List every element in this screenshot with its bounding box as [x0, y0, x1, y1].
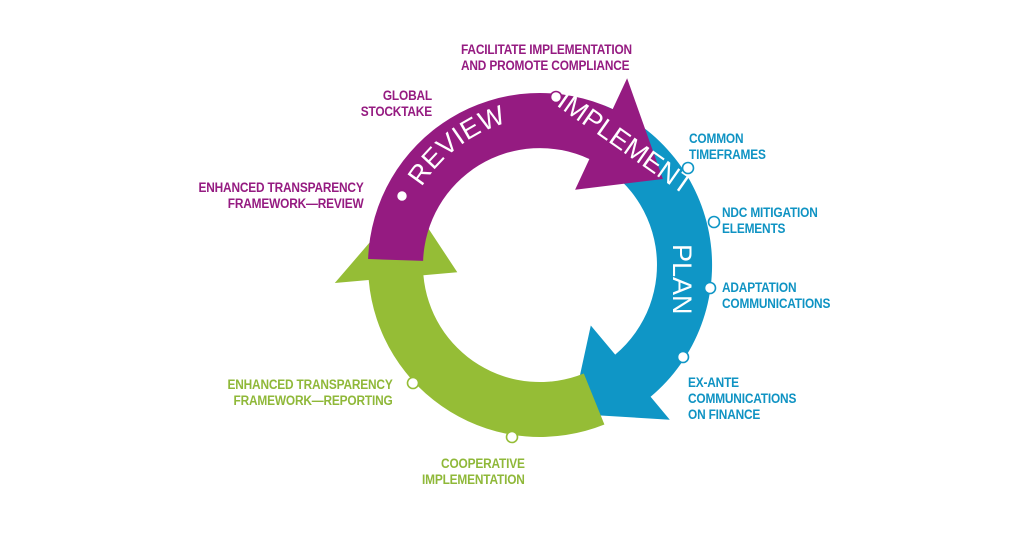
- milestone-marker: [395, 189, 409, 203]
- label-adaptation-communications: ADAPTATION COMMUNICATIONS: [722, 280, 830, 312]
- plan-arrow: [571, 105, 713, 420]
- label-facilitate-implementation: FACILITATE IMPLEMENTATION AND PROMOTE CO…: [461, 42, 632, 74]
- label-line: GLOBAL: [382, 88, 432, 103]
- milestone-marker: [549, 90, 563, 104]
- label-line: STOCKTAKE: [360, 104, 432, 119]
- label-line: AND PROMOTE COMPLIANCE: [461, 58, 630, 73]
- label-line: FRAMEWORK—REPORTING: [233, 393, 393, 408]
- label-line: EX-ANTE: [688, 375, 739, 390]
- label-etf-review: ENHANCED TRANSPARENCY FRAMEWORK—REVIEW: [199, 180, 364, 212]
- label-line: ADAPTATION: [722, 280, 797, 295]
- cycle-arrows: [334, 78, 713, 437]
- label-line: ENHANCED TRANSPARENCY: [198, 180, 364, 195]
- label-ndc-mitigation: NDC MITIGATION ELEMENTS: [722, 205, 818, 237]
- label-line: IMPLEMENTATION: [422, 472, 525, 487]
- milestone-marker: [406, 376, 420, 390]
- label-line: NDC MITIGATION: [722, 205, 818, 220]
- label-global-stocktake: GLOBAL STOCKTAKE: [361, 88, 432, 120]
- milestone-marker: [707, 215, 721, 229]
- milestone-markers: [395, 90, 721, 444]
- label-line: ENHANCED TRANSPARENCY: [227, 377, 393, 392]
- label-line: COMMUNICATIONS: [722, 296, 831, 311]
- label-etf-reporting: ENHANCED TRANSPARENCY FRAMEWORK—REPORTIN…: [228, 377, 393, 409]
- label-common-timeframes: COMMON TIMEFRAMES: [689, 131, 766, 163]
- milestone-marker: [703, 281, 717, 295]
- label-line: ON FINANCE: [688, 407, 761, 422]
- label-line: FRAMEWORK—REVIEW: [228, 196, 364, 211]
- milestone-marker: [676, 350, 690, 364]
- label-line: COMMON: [689, 131, 744, 146]
- milestone-marker: [505, 430, 519, 444]
- label-line: COMMUNICATIONS: [688, 391, 797, 406]
- label-cooperative-implementation: COOPERATIVE IMPLEMENTATION: [422, 456, 525, 488]
- review-arrow: [368, 78, 663, 261]
- stage-label-plan: PLAN: [667, 244, 697, 315]
- label-line: TIMEFRAMES: [689, 147, 766, 162]
- label-line: FACILITATE IMPLEMENTATION: [461, 42, 632, 57]
- label-line: ELEMENTS: [722, 221, 786, 236]
- label-ex-ante-finance: EX-ANTE COMMUNICATIONS ON FINANCE: [688, 375, 796, 423]
- label-line: COOPERATIVE: [441, 456, 525, 471]
- milestone-marker: [681, 161, 695, 175]
